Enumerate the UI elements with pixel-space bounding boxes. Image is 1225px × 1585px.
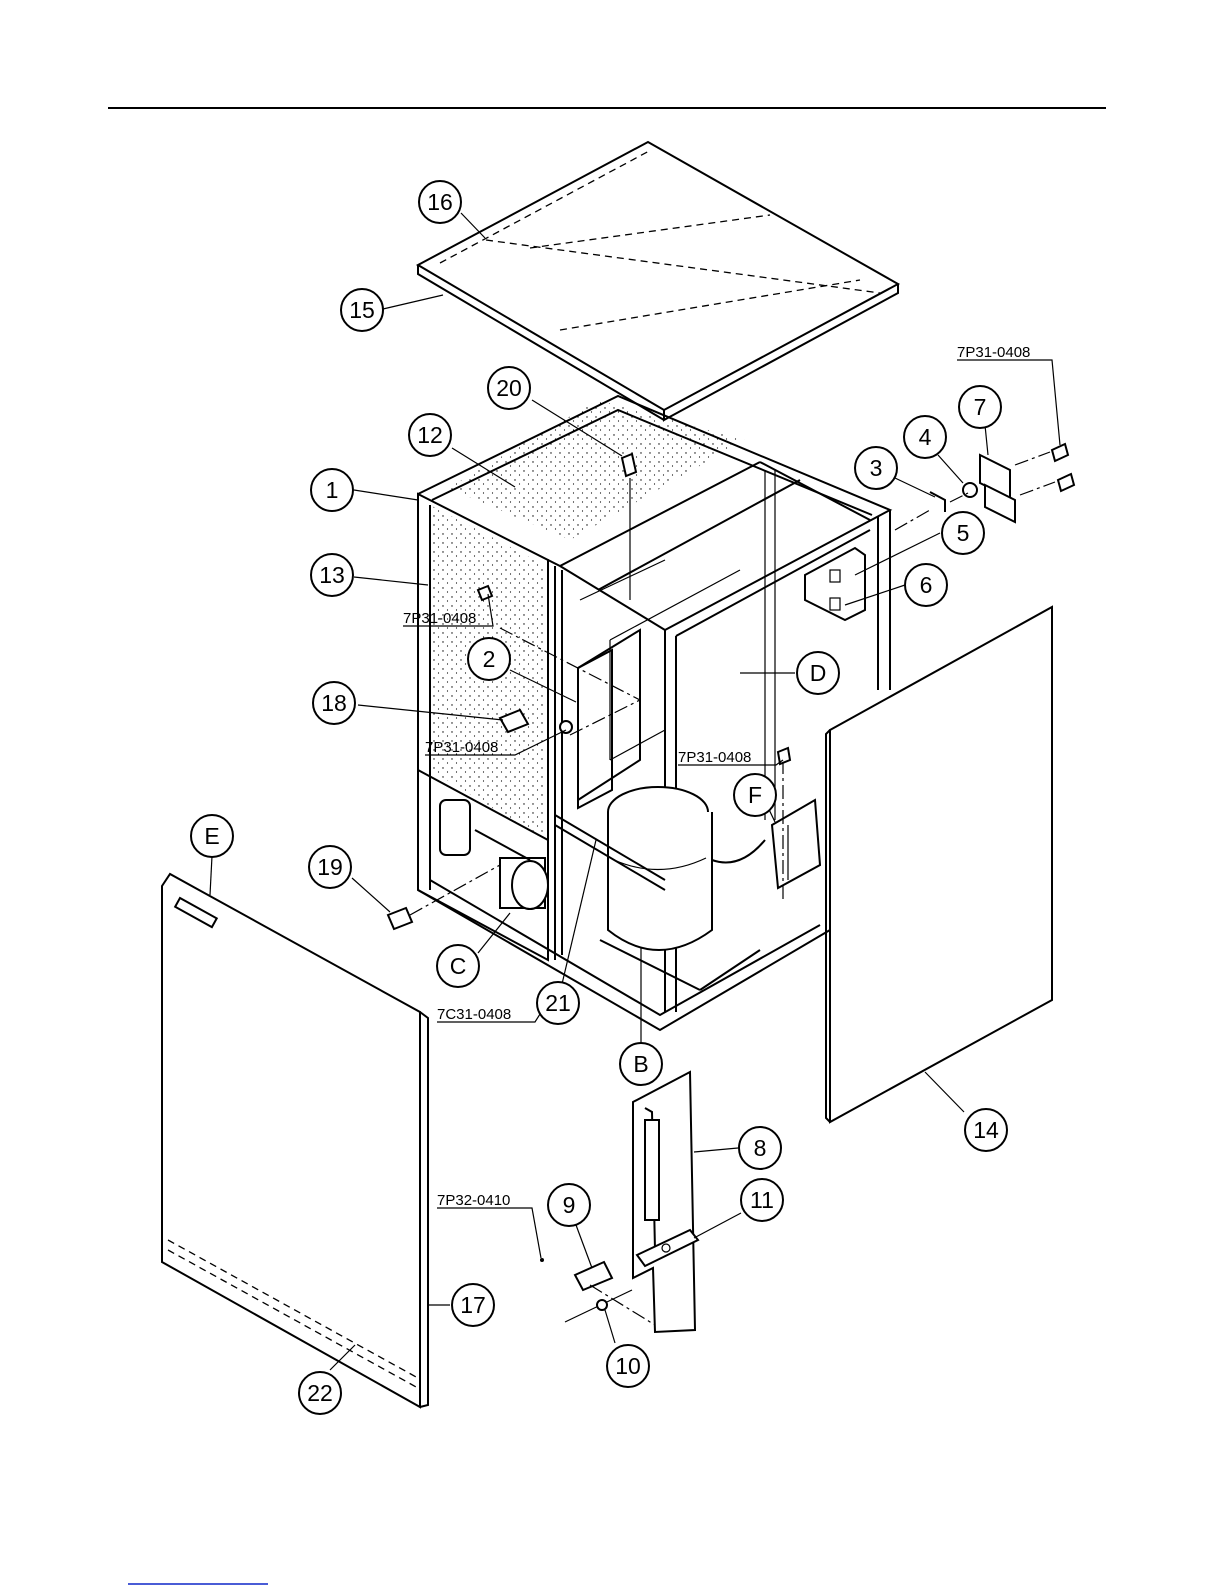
callout: 18 xyxy=(313,682,355,724)
svg-text:2: 2 xyxy=(483,646,496,672)
svg-text:10: 10 xyxy=(615,1353,641,1379)
bracket-f xyxy=(772,748,820,900)
callout: 7 xyxy=(959,386,1001,428)
svg-text:22: 22 xyxy=(307,1380,333,1406)
callout: 17 xyxy=(452,1284,494,1326)
svg-text:17: 17 xyxy=(460,1292,486,1318)
callout: 21 xyxy=(537,982,579,1024)
callout: 4 xyxy=(904,416,946,458)
svg-text:5: 5 xyxy=(957,520,970,546)
svg-text:14: 14 xyxy=(973,1117,999,1143)
part-number-label: 7P31-0408 xyxy=(403,610,476,627)
svg-text:13: 13 xyxy=(319,562,345,588)
callout: E xyxy=(191,815,233,857)
svg-text:7: 7 xyxy=(974,394,987,420)
callout: 5 xyxy=(942,512,984,554)
callout: 1 xyxy=(311,469,353,511)
svg-text:6: 6 xyxy=(920,572,933,598)
svg-text:19: 19 xyxy=(317,854,343,880)
svg-text:4: 4 xyxy=(919,424,932,450)
svg-text:21: 21 xyxy=(545,990,571,1016)
right-side-panel xyxy=(826,607,1052,1122)
svg-text:B: B xyxy=(633,1051,648,1077)
callout: 11 xyxy=(741,1179,783,1221)
svg-text:16: 16 xyxy=(427,189,453,215)
svg-text:15: 15 xyxy=(349,297,375,323)
callout: 2 xyxy=(468,638,510,680)
svg-text:12: 12 xyxy=(417,422,443,448)
part-number-label: 7C31-0408 xyxy=(437,1006,511,1023)
corner-bracket xyxy=(805,548,865,620)
front-panel xyxy=(162,874,428,1407)
svg-text:F: F xyxy=(748,782,762,808)
svg-text:D: D xyxy=(810,660,827,686)
svg-text:E: E xyxy=(204,823,219,849)
callout: 20 xyxy=(488,367,530,409)
svg-text:9: 9 xyxy=(563,1192,576,1218)
callout: F xyxy=(734,774,776,816)
callout: 10 xyxy=(607,1345,649,1387)
svg-text:3: 3 xyxy=(870,455,883,481)
callout: 15 xyxy=(341,289,383,331)
callout: 3 xyxy=(855,447,897,489)
callout: 6 xyxy=(905,564,947,606)
callout: D xyxy=(797,652,839,694)
part-number-label: 7P31-0408 xyxy=(425,739,498,756)
compressor xyxy=(600,787,765,990)
callout: 13 xyxy=(311,554,353,596)
callout: 8 xyxy=(739,1127,781,1169)
svg-text:11: 11 xyxy=(750,1187,774,1213)
callout: 22 xyxy=(299,1372,341,1414)
part-number-label: 7P31-0408 xyxy=(957,344,1030,361)
callout: 9 xyxy=(548,1184,590,1226)
part-number-label: 7P31-0408 xyxy=(678,749,751,766)
callout: B xyxy=(620,1043,662,1085)
svg-text:C: C xyxy=(450,953,467,979)
callout: C xyxy=(437,945,479,987)
svg-text:18: 18 xyxy=(321,690,347,716)
callout: 12 xyxy=(409,414,451,456)
part-number-label: 7P32-0410 xyxy=(437,1192,510,1209)
callout: 19 xyxy=(309,846,351,888)
svg-text:8: 8 xyxy=(754,1135,767,1161)
svg-text:1: 1 xyxy=(326,477,339,503)
callout: 16 xyxy=(419,181,461,223)
svg-text:20: 20 xyxy=(496,375,522,401)
callout: 14 xyxy=(965,1109,1007,1151)
